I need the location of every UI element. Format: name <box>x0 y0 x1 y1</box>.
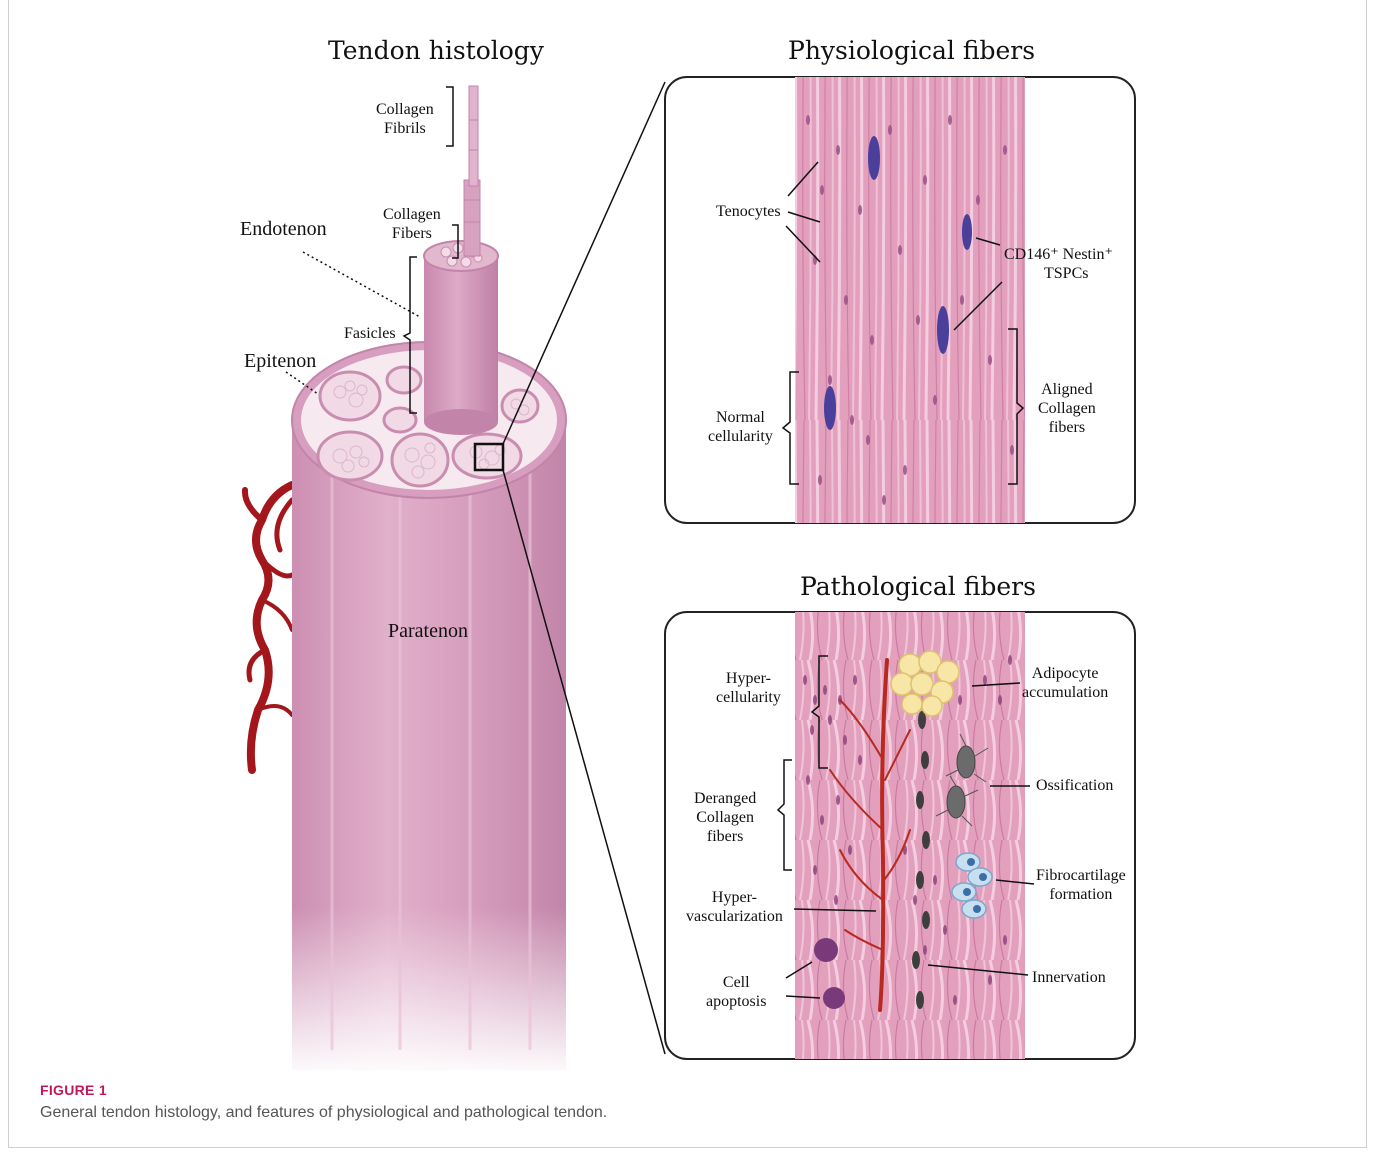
label-collagen-fibers: Collagen Fibers <box>383 205 441 243</box>
label-normal-cellularity: Normal cellularity <box>708 408 773 446</box>
label-hypercellularity: Hyper- cellularity <box>716 669 781 707</box>
label-deranged-collagen: Deranged Collagen fibers <box>694 789 756 846</box>
label-innervation: Innervation <box>1032 968 1106 987</box>
label-tspcs-line2: TSPCs <box>1044 264 1088 283</box>
blood-vessels <box>245 485 292 770</box>
label-adipocyte-accumulation: Adipocyte accumulation <box>1022 664 1108 702</box>
heading-tendon-histology: Tendon histology <box>328 36 544 65</box>
label-hypervascularization: Hyper- vascularization <box>686 888 783 926</box>
label-aligned-collagen: Aligned Collagen fibers <box>1038 380 1096 437</box>
label-collagen-fibrils: Collagen Fibrils <box>376 100 434 138</box>
label-cell-apoptosis: Cell apoptosis <box>706 973 766 1011</box>
caption-text: General tendon histology, and features o… <box>40 1104 607 1122</box>
label-tenocytes: Tenocytes <box>716 202 781 221</box>
heading-physiological: Physiological fibers <box>788 36 1035 65</box>
label-ossification: Ossification <box>1036 776 1113 795</box>
label-fibrocartilage: Fibrocartilage formation <box>1036 866 1126 904</box>
label-fasicles: Fasicles <box>344 324 396 343</box>
caption-title: FIGURE 1 <box>40 1082 107 1098</box>
collagen-fiber <box>464 180 480 256</box>
label-tspcs-line1: CD146⁺ Nestin⁺ <box>1004 245 1113 264</box>
label-paratenon: Paratenon <box>388 620 468 642</box>
label-endotenon: Endotenon <box>240 218 327 240</box>
collagen-fibril <box>469 86 478 186</box>
label-epitenon: Epitenon <box>244 350 316 372</box>
fascicle-cylinder <box>424 256 498 422</box>
heading-pathological: Pathological fibers <box>800 572 1036 601</box>
